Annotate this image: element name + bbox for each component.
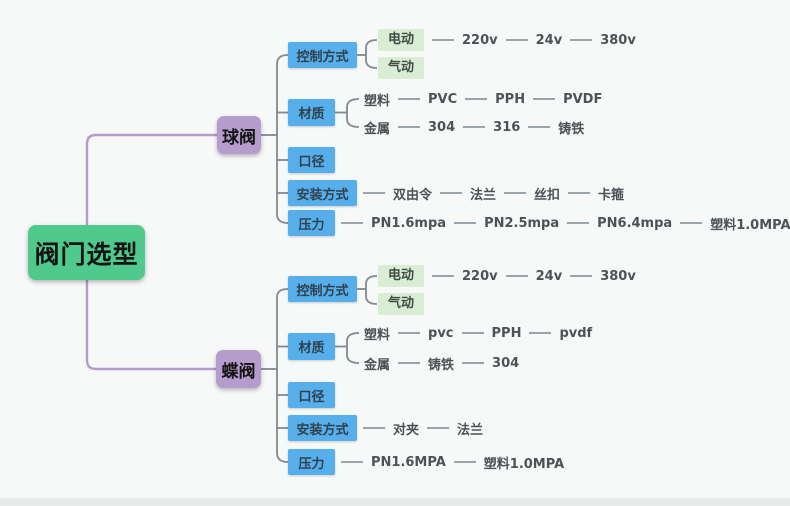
leaf-node-plastic[interactable]: 塑料 xyxy=(364,327,391,343)
chain-line xyxy=(505,39,528,41)
topic-node-control-mode-ball[interactable]: 控制方式 xyxy=(288,42,357,68)
topic-node-pressure-ball[interactable]: 压力 xyxy=(288,210,335,236)
leaf-node[interactable]: PN1.6MPA xyxy=(371,454,446,470)
leaf-node[interactable]: 双由令 xyxy=(393,187,433,203)
leaf-row: 塑料 PVC PPH PVDF xyxy=(364,88,602,110)
leaf-row: PN1.6mpa PN2.5mpa PN6.4mpa 塑料1.0MPA xyxy=(335,212,790,234)
leaf-node-metal[interactable]: 金属 xyxy=(364,357,391,373)
leaf-node[interactable]: 法兰 xyxy=(457,422,484,438)
leaf-row: 气动 xyxy=(378,293,425,315)
leaf-node[interactable]: PPH xyxy=(491,325,522,341)
topic-node-material-ball[interactable]: 材质 xyxy=(288,99,335,126)
leaf-node[interactable]: 法兰 xyxy=(470,187,497,203)
leaf-row: 金属 铸铁 304 xyxy=(364,352,519,374)
topic-node-pressure-butterfly[interactable]: 压力 xyxy=(288,449,335,475)
leaf-row: 电动 220v 24v 380v xyxy=(378,265,636,287)
leaf-node[interactable]: 铸铁 xyxy=(558,121,585,137)
chain-line xyxy=(398,126,421,128)
leaf-node[interactable]: 丝扣 xyxy=(534,187,561,203)
branch-node-ball-valve[interactable]: 球阀 xyxy=(217,116,261,154)
leaf-row: 电动 220v 24v 380v xyxy=(378,29,636,51)
topic-node-diameter-butterfly[interactable]: 口径 xyxy=(288,382,335,408)
leaf-node-pneumatic[interactable]: 气动 xyxy=(378,57,425,79)
chain-line xyxy=(398,332,421,334)
root-node-valve-selection[interactable]: 阀门选型 xyxy=(28,225,145,280)
chain-line xyxy=(680,222,703,224)
leaf-node[interactable]: PN1.6mpa xyxy=(371,215,447,231)
chain-line xyxy=(504,192,527,194)
leaf-row: 双由令 法兰 丝扣 卡箍 xyxy=(357,182,624,204)
leaf-node[interactable]: 对夹 xyxy=(393,422,420,438)
leaf-node[interactable]: PPH xyxy=(495,91,526,107)
chain-line xyxy=(363,427,385,429)
leaf-node[interactable]: PN2.5mpa xyxy=(484,215,560,231)
leaf-node[interactable]: 卡箍 xyxy=(598,187,625,203)
leaf-node[interactable]: 304 xyxy=(428,119,456,135)
chain-line xyxy=(440,192,463,194)
leaf-row: PN1.6MPA 塑料1.0MPA xyxy=(335,451,564,473)
chain-line xyxy=(567,222,590,224)
leaf-node-electric[interactable]: 电动 xyxy=(378,265,425,287)
branch-node-butterfly-valve[interactable]: 蝶阀 xyxy=(216,350,261,388)
chain-line xyxy=(341,461,363,463)
chain-line xyxy=(462,362,485,364)
leaf-node[interactable]: 316 xyxy=(493,119,521,135)
leaf-node[interactable]: 220v xyxy=(462,268,498,284)
leaf-node-plastic[interactable]: 塑料 xyxy=(364,93,391,109)
leaf-node[interactable]: 24v xyxy=(535,32,563,48)
leaf-node[interactable]: 铸铁 xyxy=(428,357,455,373)
leaf-node[interactable]: PVC xyxy=(428,91,458,107)
topic-node-diameter-ball[interactable]: 口径 xyxy=(288,147,335,173)
leaf-node[interactable]: 24v xyxy=(535,268,563,284)
chain-line xyxy=(570,39,593,41)
leaf-node[interactable]: 塑料1.0MPA xyxy=(710,217,790,233)
leaf-node-metal[interactable]: 金属 xyxy=(364,121,391,137)
leaf-node[interactable]: 380v xyxy=(600,32,636,48)
leaf-node[interactable]: PVDF xyxy=(563,91,603,107)
leaf-node-pneumatic[interactable]: 气动 xyxy=(378,293,425,315)
leaf-row: 塑料 pvc PPH pvdf xyxy=(364,322,592,344)
chain-line xyxy=(568,192,591,194)
leaf-node[interactable]: 220v xyxy=(462,32,498,48)
chain-line xyxy=(453,461,476,463)
leaf-node[interactable]: 380v xyxy=(600,268,636,284)
chain-line xyxy=(454,222,477,224)
leaf-node[interactable]: pvdf xyxy=(559,325,593,341)
chain-line xyxy=(432,39,455,41)
chain-line xyxy=(461,332,484,334)
topic-node-install-method-ball[interactable]: 安装方式 xyxy=(288,180,357,206)
canvas-edge-strip xyxy=(0,498,790,506)
topic-node-material-butterfly[interactable]: 材质 xyxy=(288,333,335,360)
leaf-row: 气动 xyxy=(378,57,425,79)
chain-line xyxy=(463,126,486,128)
chain-line xyxy=(570,275,593,277)
leaf-node[interactable]: PN6.4mpa xyxy=(597,215,673,231)
leaf-row: 对夹 法兰 xyxy=(357,417,483,439)
chain-line xyxy=(465,98,488,100)
chain-line xyxy=(533,98,556,100)
chain-line xyxy=(529,332,552,334)
leaf-node[interactable]: 304 xyxy=(492,355,520,371)
chain-line xyxy=(398,362,421,364)
chain-line xyxy=(398,98,421,100)
leaf-node[interactable]: 塑料1.0MPA xyxy=(483,456,565,472)
chain-line xyxy=(363,192,385,194)
chain-line xyxy=(427,427,450,429)
topic-node-control-mode-butterfly[interactable]: 控制方式 xyxy=(288,276,357,302)
chain-line xyxy=(505,275,528,277)
chain-line xyxy=(341,222,363,224)
chain-line xyxy=(432,275,455,277)
leaf-node[interactable]: pvc xyxy=(428,325,454,341)
leaf-row: 金属 304 316 铸铁 xyxy=(364,116,584,138)
topic-node-install-method-butterfly[interactable]: 安装方式 xyxy=(288,415,357,441)
leaf-node-electric[interactable]: 电动 xyxy=(378,29,425,51)
chain-line xyxy=(528,126,551,128)
